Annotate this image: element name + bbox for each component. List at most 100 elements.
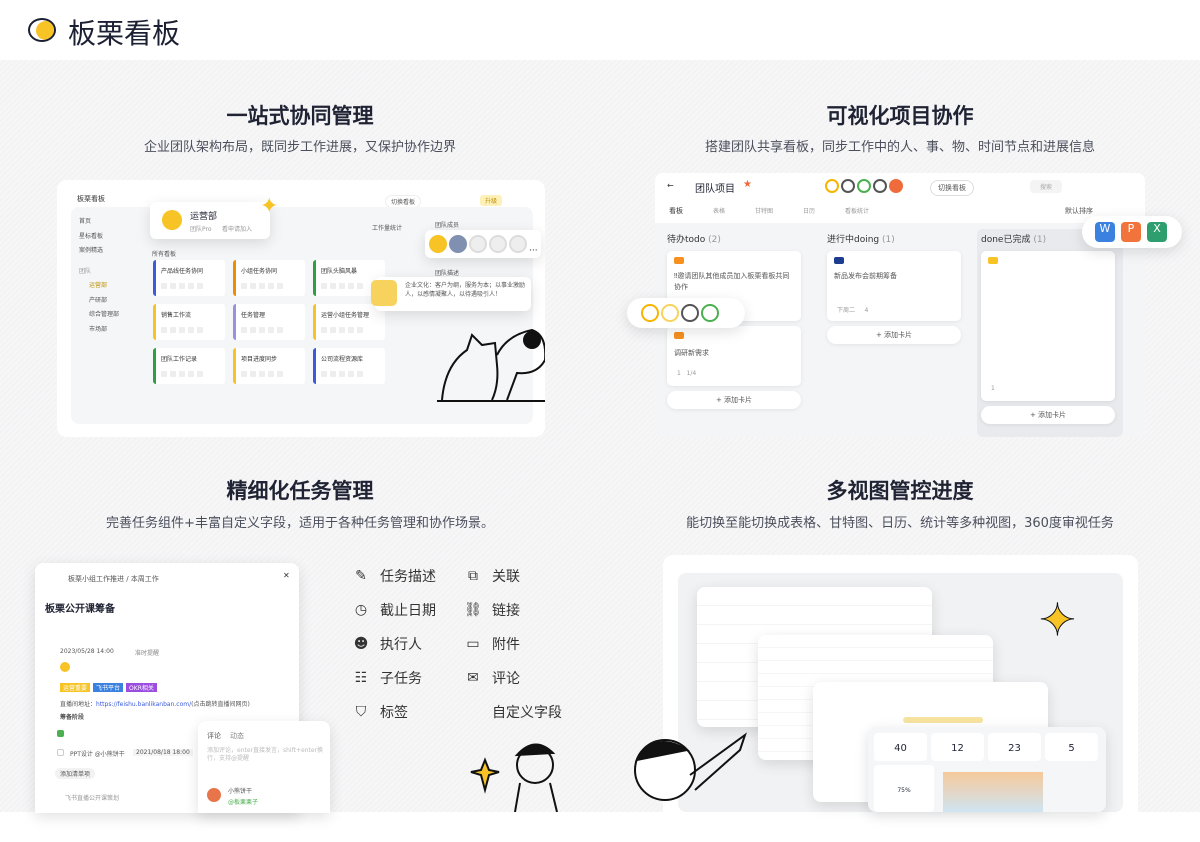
nav-starred[interactable]: 星标看板: [79, 232, 104, 240]
kanban-card[interactable]: 新品发布会前期筹备下周二 4: [827, 251, 961, 321]
switch-board-button[interactable]: 切换看板: [930, 180, 974, 196]
card-meta: 1: [991, 385, 995, 392]
star-icon[interactable]: ★: [743, 179, 752, 190]
top-bar: 板栗看板: [0, 0, 1200, 60]
tab-calendar[interactable]: 日历: [803, 208, 816, 215]
dept-tag: 团队Pro: [190, 226, 212, 233]
sparkle-icon: ✦: [260, 194, 279, 219]
board-card[interactable]: 销售工作流: [153, 304, 225, 340]
subtask-date[interactable]: 2021/08/18 18:00: [133, 749, 193, 756]
card-label: [674, 257, 684, 264]
nav-dept[interactable]: 产研部: [89, 296, 108, 304]
members-card: ···: [425, 230, 541, 258]
board-name: 小组任务协同: [241, 268, 278, 275]
board-card[interactable]: 团队工作记录: [153, 348, 225, 384]
column-title: done已完成 (1): [981, 235, 1047, 245]
add-item-button[interactable]: 添加清单项: [55, 768, 96, 779]
tab-board[interactable]: 看板: [669, 207, 683, 215]
tab-comment[interactable]: 评论: [207, 732, 221, 740]
due-date[interactable]: 2023/05/28 14:00: [60, 648, 114, 655]
avatar: [825, 179, 839, 193]
stats-button[interactable]: 工作量统计: [372, 225, 403, 232]
feature-item: ⛓链接: [464, 593, 574, 627]
word-icon[interactable]: W: [1095, 222, 1115, 242]
subtask-icon: ☷: [354, 670, 368, 686]
board-card[interactable]: 产品线任务协同: [153, 260, 225, 296]
link-note: (点击跳转直播间网页): [191, 701, 250, 708]
board-card[interactable]: 运营小组任务管理: [313, 304, 385, 340]
tab-table[interactable]: 表格: [713, 208, 726, 215]
tab-stats[interactable]: 看板统计: [845, 208, 870, 215]
tag[interactable]: OKR相关: [126, 683, 157, 692]
avatar[interactable]: [701, 304, 719, 322]
nav-cases[interactable]: 案例精选: [79, 247, 104, 254]
back-icon[interactable]: ←: [667, 181, 674, 190]
sparkle-icon: ✦: [1039, 595, 1077, 647]
nav-dept[interactable]: 运营部: [89, 282, 108, 289]
nav-dept[interactable]: 市场部: [89, 325, 108, 333]
board-card[interactable]: 项目进度同步: [233, 348, 305, 384]
card-label: [988, 257, 998, 264]
avatar[interactable]: [661, 304, 679, 322]
board-card[interactable]: 团队头脑风暴: [313, 260, 385, 296]
board-card[interactable]: 公司流程资源库: [313, 348, 385, 384]
board-card[interactable]: 小组任务协同: [233, 260, 305, 296]
feature-label: 任务描述: [380, 569, 436, 585]
culture-text: 企业文化：客户为纲，服务为本；以事业激励人，以感情凝聚人，以待遇吸引人！: [405, 282, 526, 298]
nav-dept[interactable]: 综合管理部: [89, 311, 120, 318]
tab-activity[interactable]: 动态: [230, 732, 244, 740]
search-input[interactable]: 搜索: [1030, 180, 1063, 193]
excel-icon[interactable]: X: [1147, 222, 1167, 242]
subtask[interactable]: PPT设计 @小熊饼干: [70, 751, 125, 758]
assignee-avatar[interactable]: [60, 662, 70, 672]
add-member-icon[interactable]: [889, 179, 903, 193]
link[interactable]: https://feishu.banlikanban.com/: [96, 701, 192, 708]
feature-item: ⛉标签: [352, 695, 464, 729]
stat-value: 12: [931, 733, 984, 761]
add-card-button[interactable]: + 添加卡片: [981, 406, 1115, 424]
breadcrumb[interactable]: 板栗小组工作推进 / 本周工作: [68, 575, 159, 583]
nav-group[interactable]: 团队: [79, 267, 92, 275]
sort-dropdown[interactable]: 默认排序: [1065, 207, 1093, 215]
nav-home[interactable]: 首页: [79, 218, 92, 225]
avatar[interactable]: [641, 304, 659, 322]
board-card[interactable]: 任务管理: [233, 304, 305, 340]
checkbox[interactable]: [57, 749, 64, 756]
tab-gantt[interactable]: 甘特图: [755, 208, 774, 215]
avatar: [841, 179, 855, 193]
checkbox-checked[interactable]: [57, 730, 64, 737]
tag[interactable]: 飞书平台: [93, 683, 124, 692]
feature-item: ☷子任务: [352, 661, 464, 695]
kanban-card[interactable]: 1: [981, 251, 1115, 401]
related-task[interactable]: 飞书直播公开课策划: [65, 795, 120, 802]
section-subtitle: 完善任务组件+丰富自定义字段，适用于各种任务管理和协作场景。: [106, 516, 494, 531]
board-avatars: [321, 371, 366, 377]
stat-value: 40: [874, 733, 927, 761]
tag-list: 运营重要 飞书平台 OKR相关: [60, 683, 157, 692]
board-name: 产品线任务协同: [161, 268, 204, 275]
task-title: 板栗公开课筹备: [45, 604, 115, 615]
dept-avatar: [162, 210, 182, 230]
logo-icon: [28, 18, 56, 42]
ppt-icon[interactable]: P: [1121, 222, 1141, 242]
tag[interactable]: 运营重要: [60, 683, 91, 692]
feature-item: 自定义字段: [464, 695, 574, 729]
more-icon[interactable]: ···: [529, 246, 538, 256]
board-grid: 产品线任务协同 小组任务协同 团队头脑风暴销售工作流任务管理运营小组任务管理团队工作…: [153, 260, 385, 384]
add-card-button[interactable]: + 添加卡片: [827, 326, 961, 344]
feature-label: 标签: [380, 705, 408, 721]
member-avatar: [449, 235, 467, 253]
add-card-button[interactable]: + 添加卡片: [667, 391, 801, 409]
upgrade-button[interactable]: 升级: [480, 195, 503, 206]
remind[interactable]: 准时提醒: [135, 650, 160, 657]
card-title: ‼邀请团队其他成员加入板栗看板共同协作: [674, 272, 790, 291]
avatar[interactable]: [681, 304, 699, 322]
dept-card: 运营部 团队Pro 看申请加入: [150, 202, 270, 239]
board-avatars: [241, 371, 286, 377]
gauge: 75%: [874, 765, 934, 812]
comment-panel: 评论 动态 添加评论，enter直接发言，shift+enter换行，支持@提醒…: [198, 721, 330, 813]
close-icon[interactable]: ✕: [283, 571, 290, 580]
comment-input[interactable]: 添加评论，enter直接发言，shift+enter换行，支持@提醒: [207, 747, 323, 762]
